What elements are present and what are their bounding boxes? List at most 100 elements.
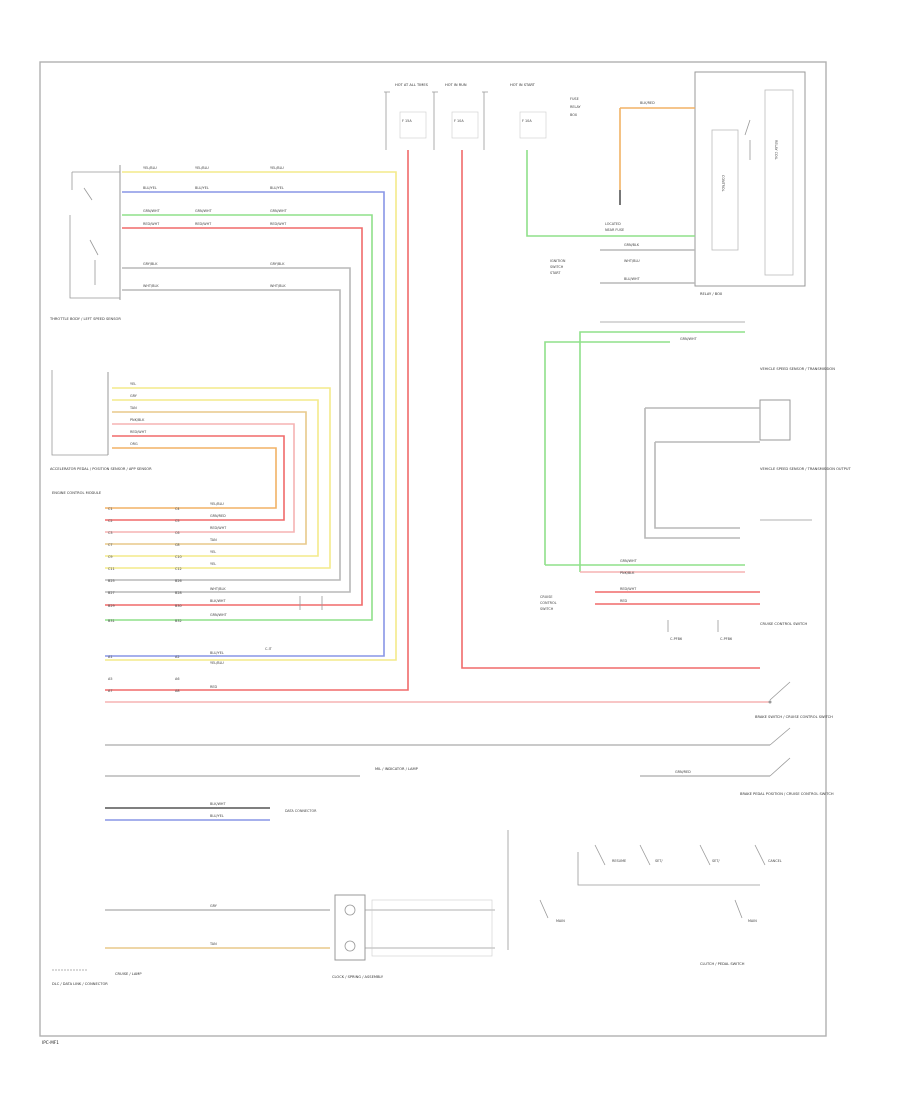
clock-spring: CLOCK / SPRING / ASSEMBLY xyxy=(332,894,495,979)
pcm-label: ENGINE CONTROL MODULE xyxy=(52,491,102,495)
svg-text:PNK/BLK: PNK/BLK xyxy=(130,418,145,422)
fuse-header: HOT AT ALL TIMES HOT IN RUN HOT IN START… xyxy=(384,83,582,150)
svg-text:BLU/YEL: BLU/YEL xyxy=(143,186,157,190)
fuse-label-1: HOT AT ALL TIMES xyxy=(395,83,429,87)
svg-text:BLU/YEL: BLU/YEL xyxy=(210,814,224,818)
top-right-module: RELAY COIL CONTROL RELAY / BOX BLK/RED L… xyxy=(526,71,806,296)
svg-text:MAIN: MAIN xyxy=(748,919,757,923)
clock-spring-label: CLOCK / SPRING / ASSEMBLY xyxy=(332,975,384,979)
svg-text:C-PFB6: C-PFB6 xyxy=(670,637,682,641)
svg-text:RED/WHT: RED/WHT xyxy=(130,430,147,434)
svg-text:BLU/YEL: BLU/YEL xyxy=(195,186,209,190)
svg-text:YEL/BLU: YEL/BLU xyxy=(143,166,157,170)
svg-text:F 15A: F 15A xyxy=(402,119,412,123)
svg-text:CONTROL: CONTROL xyxy=(721,175,725,192)
svg-text:YEL/BLU: YEL/BLU xyxy=(270,166,284,170)
svg-text:C1: C1 xyxy=(108,507,113,511)
svg-text:RED: RED xyxy=(210,685,217,689)
svg-text:TAN: TAN xyxy=(129,406,137,410)
svg-text:C3: C3 xyxy=(108,531,113,535)
svg-text:YEL/BLU: YEL/BLU xyxy=(210,502,224,506)
svg-text:RED/WHT: RED/WHT xyxy=(620,587,637,591)
svg-text:BLK/WHT: BLK/WHT xyxy=(210,802,226,806)
svg-text:TAN: TAN xyxy=(209,942,217,946)
svg-text:CONTROL: CONTROL xyxy=(540,601,557,605)
svg-text:YEL/BLU: YEL/BLU xyxy=(195,166,209,170)
svg-text:RED/WHT: RED/WHT xyxy=(143,222,160,226)
svg-text:C5: C5 xyxy=(175,519,180,523)
svg-text:C2: C2 xyxy=(108,519,113,523)
svg-text:B27: B27 xyxy=(108,591,115,595)
svg-text:MAIN: MAIN xyxy=(556,919,565,923)
svg-text:DATA CONNECTOR: DATA CONNECTOR xyxy=(285,809,317,813)
svg-text:CRUISE: CRUISE xyxy=(540,595,553,599)
left-sensor-label: THROTTLE BODY / LEFT SPEED SENSOR xyxy=(49,317,121,321)
dlc: DLC / DATA LINK / CONNECTOR xyxy=(52,969,108,986)
relay-box-label: RELAY / BOX xyxy=(700,292,723,296)
svg-text:RELAY: RELAY xyxy=(570,105,582,109)
svg-text:C4: C4 xyxy=(175,507,180,511)
svg-text:A6: A6 xyxy=(175,677,179,681)
accel-sensor: ACCELERATOR PEDAL / POSITION SENSOR / AP… xyxy=(50,370,152,471)
svg-text:IGNITION: IGNITION xyxy=(550,259,566,263)
svg-text:A1: A1 xyxy=(108,655,112,659)
right-pcm-connector: GRN/WHT PNK/BLK RED/WHT RED CRUISE CONTR… xyxy=(540,559,807,641)
svg-text:C7: C7 xyxy=(108,543,113,547)
svg-text:A2: A2 xyxy=(175,655,179,659)
accel-sensor-label: ACCELERATOR PEDAL / POSITION SENSOR / AP… xyxy=(50,467,152,471)
brake-switch-label-1: BRAKE SWITCH / CRUISE CONTROL SWITCH xyxy=(755,715,833,719)
bottom-switches: RESUME SET/ SET/ CANCEL MAIN MAIN CLUTCH… xyxy=(507,830,782,966)
throttle-sensor: THROTTLE BODY / LEFT SPEED SENSOR xyxy=(49,165,121,321)
svg-text:BLK/RED: BLK/RED xyxy=(640,101,655,105)
svg-text:A8: A8 xyxy=(175,689,179,693)
svg-text:BLU/YEL: BLU/YEL xyxy=(270,186,284,190)
speed-sensor-label-1: VEHICLE SPEED SENSOR / TRANSMISSION xyxy=(760,367,835,371)
svg-text:GRN/WHT: GRN/WHT xyxy=(143,209,161,213)
svg-text:C6: C6 xyxy=(175,531,180,535)
svg-text:F 10A: F 10A xyxy=(454,119,464,123)
svg-text:B31: B31 xyxy=(108,619,115,623)
svg-text:GRY/BLK: GRY/BLK xyxy=(143,262,158,266)
svg-text:GRY: GRY xyxy=(210,904,218,908)
svg-text:SWITCH: SWITCH xyxy=(550,265,564,269)
svg-text:RED: RED xyxy=(620,599,627,603)
speed-sensor-label-2: VEHICLE SPEED SENSOR / TRANSMISSION OUTP… xyxy=(760,467,852,471)
svg-text:SWITCH: SWITCH xyxy=(540,607,554,611)
svg-text:BLU/YEL: BLU/YEL xyxy=(210,651,224,655)
dlc-label: DLC / DATA LINK / CONNECTOR xyxy=(52,982,108,986)
svg-text:BOX: BOX xyxy=(570,113,578,117)
svg-text:LOCATED: LOCATED xyxy=(605,222,621,226)
svg-text:RESUME: RESUME xyxy=(612,859,626,863)
svg-text:C-IT: C-IT xyxy=(265,647,273,651)
svg-text:ORG: ORG xyxy=(130,442,138,446)
fuse-label-3: HOT IN START xyxy=(510,83,536,87)
svg-text:RELAY COIL: RELAY COIL xyxy=(774,140,778,160)
svg-text:PNK/BLK: PNK/BLK xyxy=(620,571,635,575)
svg-text:WHT/BLK: WHT/BLK xyxy=(143,284,159,288)
svg-text:C9: C9 xyxy=(108,555,113,559)
svg-text:BLU/WHT: BLU/WHT xyxy=(624,277,641,281)
svg-text:RED/WHT: RED/WHT xyxy=(195,222,212,226)
svg-text:BLK/WHT: BLK/WHT xyxy=(210,599,226,603)
svg-text:SET/: SET/ xyxy=(712,859,720,863)
svg-text:GRN/RED: GRN/RED xyxy=(210,514,226,518)
svg-text:RED/WHT: RED/WHT xyxy=(210,526,227,530)
svg-text:YEL: YEL xyxy=(130,382,136,386)
svg-text:GRN/WHT: GRN/WHT xyxy=(620,559,638,563)
svg-text:C-PFB6: C-PFB6 xyxy=(720,637,732,641)
svg-text:FUSE: FUSE xyxy=(570,97,579,101)
mil-label: MIL / INDICATOR / LAMP xyxy=(375,767,419,771)
cruise-switch-label: CRUISE CONTROL SWITCH xyxy=(760,622,807,626)
svg-text:GRY/BLK: GRY/BLK xyxy=(270,262,285,266)
svg-text:C10: C10 xyxy=(175,555,182,559)
svg-text:B26: B26 xyxy=(175,579,182,583)
svg-text:SET/: SET/ xyxy=(655,859,663,863)
svg-text:GRN/BLK: GRN/BLK xyxy=(624,243,640,247)
svg-text:GRN/WHT: GRN/WHT xyxy=(195,209,213,213)
fuse-label-2: HOT IN RUN xyxy=(445,83,467,87)
svg-text:A7: A7 xyxy=(108,689,112,693)
svg-text:B28: B28 xyxy=(175,591,182,595)
brake-switch-1: BRAKE SWITCH / CRUISE CONTROL SWITCH xyxy=(755,681,833,719)
